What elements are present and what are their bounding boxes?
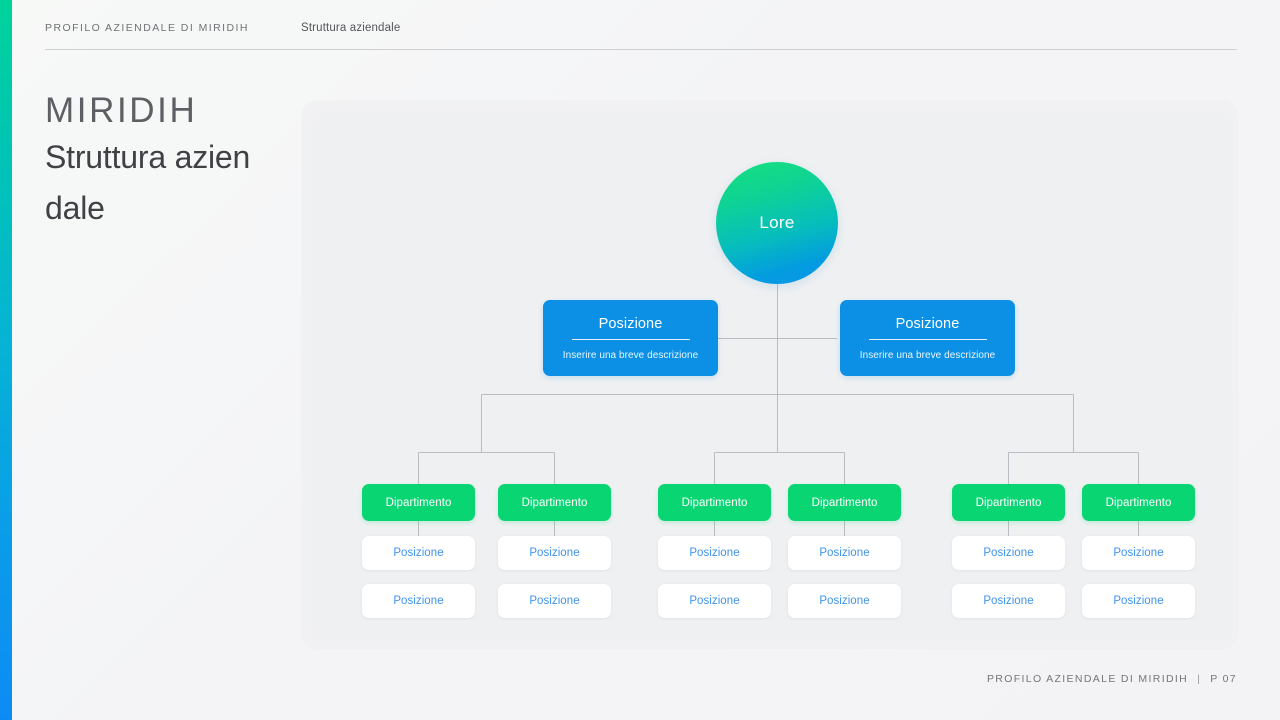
root-node-label: Lore xyxy=(759,213,795,232)
header-eyebrow: PROFILO AZIENDALE DI MIRIDIH xyxy=(45,22,249,34)
department-label: Dipartimento xyxy=(1105,496,1172,509)
org-chart: Lore Posizione Inserire una breve descri… xyxy=(312,113,1247,660)
position-label: Posizione xyxy=(1113,547,1164,559)
page-title: Struttura aziendale xyxy=(45,139,251,227)
department-node[interactable]: Dipartimento xyxy=(362,484,475,521)
position-node[interactable]: Posizione xyxy=(788,536,901,570)
header-section-label: Struttura aziendale xyxy=(301,22,401,34)
executive-title: Posizione xyxy=(598,315,663,332)
department-label: Dipartimento xyxy=(975,496,1042,509)
position-label: Posizione xyxy=(983,595,1034,607)
position-label: Posizione xyxy=(393,595,444,607)
position-label: Posizione xyxy=(529,547,580,559)
position-label: Posizione xyxy=(1113,595,1164,607)
footer-label: PROFILO AZIENDALE DI MIRIDIH xyxy=(986,673,1189,685)
position-node[interactable]: Posizione xyxy=(498,536,611,570)
position-node[interactable]: Posizione xyxy=(498,584,611,618)
brand-name: MIRIDIH xyxy=(45,91,198,130)
executive-divider xyxy=(571,338,690,340)
slide-footer: PROFILO AZIENDALE DI MIRIDIH | P 07 xyxy=(987,673,1237,685)
position-node[interactable]: Posizione xyxy=(1082,536,1195,570)
department-node[interactable]: Dipartimento xyxy=(788,484,901,521)
executive-description: Inserire una breve descrizione xyxy=(859,349,996,361)
position-node[interactable]: Posizione xyxy=(952,584,1065,618)
department-label: Dipartimento xyxy=(811,496,878,509)
executive-divider xyxy=(868,338,987,340)
position-label: Posizione xyxy=(983,547,1034,559)
position-label: Posizione xyxy=(819,547,870,559)
executive-title: Posizione xyxy=(895,315,960,332)
department-label: Dipartimento xyxy=(385,496,452,509)
title-block: MIRIDIH Struttura aziendale xyxy=(45,90,285,234)
position-node[interactable]: Posizione xyxy=(658,536,771,570)
department-node[interactable]: Dipartimento xyxy=(1082,484,1195,521)
position-label: Posizione xyxy=(689,547,740,559)
footer-separator: | xyxy=(1197,673,1202,685)
position-label: Posizione xyxy=(819,595,870,607)
position-label: Posizione xyxy=(393,547,444,559)
executive-description: Inserire una breve descrizione xyxy=(562,349,699,361)
department-label: Dipartimento xyxy=(681,496,748,509)
executive-node-left[interactable]: Posizione Inserire una breve descrizione xyxy=(543,300,718,376)
position-node[interactable]: Posizione xyxy=(362,536,475,570)
position-node[interactable]: Posizione xyxy=(788,584,901,618)
department-node[interactable]: Dipartimento xyxy=(498,484,611,521)
department-node[interactable]: Dipartimento xyxy=(658,484,771,521)
position-node[interactable]: Posizione xyxy=(952,536,1065,570)
position-node[interactable]: Posizione xyxy=(1082,584,1195,618)
position-node[interactable]: Posizione xyxy=(362,584,475,618)
department-node[interactable]: Dipartimento xyxy=(952,484,1065,521)
left-accent-bar xyxy=(0,0,12,720)
root-node[interactable]: Lore xyxy=(716,162,838,284)
position-label: Posizione xyxy=(689,595,740,607)
footer-page-number: P 07 xyxy=(1210,673,1237,685)
chart-panel-outer: Lore Posizione Inserire una breve descri… xyxy=(302,101,1237,648)
slide-header: PROFILO AZIENDALE DI MIRIDIH Struttura a… xyxy=(45,22,1237,54)
header-divider xyxy=(45,49,1237,50)
chart-panel-inner: Lore Posizione Inserire una breve descri… xyxy=(312,113,1233,640)
position-label: Posizione xyxy=(529,595,580,607)
department-label: Dipartimento xyxy=(521,496,588,509)
executive-node-right[interactable]: Posizione Inserire una breve descrizione xyxy=(840,300,1015,376)
position-node[interactable]: Posizione xyxy=(658,584,771,618)
